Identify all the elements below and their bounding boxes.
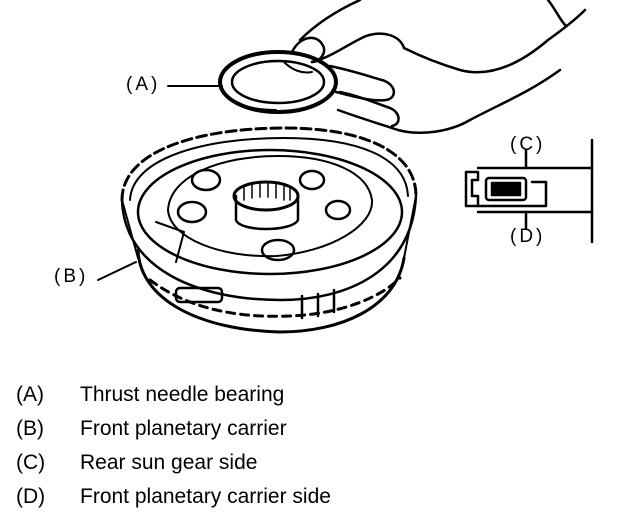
callout-d: (D): [510, 226, 546, 247]
legend-key: (C): [16, 451, 46, 474]
legend-key: (D): [16, 485, 46, 508]
legend-item: (C) Rear sun gear side: [16, 446, 616, 480]
legend-text: Thrust needle bearing: [80, 383, 285, 406]
legend-text: Front planetary carrier side: [80, 485, 331, 508]
callout-c: (C): [510, 134, 546, 155]
bearing-cross-section-icon: [464, 138, 594, 244]
legend-text: Front planetary carrier: [80, 417, 287, 440]
thrust-bearing-icon: [218, 50, 338, 114]
legend-key: (A): [16, 383, 44, 406]
planetary-carrier-icon: [120, 126, 418, 334]
callout-b: (B): [54, 266, 89, 287]
legend-key: (B): [16, 417, 44, 440]
legend-item: (A) Thrust needle bearing: [16, 378, 616, 412]
legend: (A) Thrust needle bearing (B) Front plan…: [16, 378, 616, 514]
callout-a: (A): [126, 74, 161, 95]
legend-text: Rear sun gear side: [80, 451, 258, 474]
assembly-illustration: [97, 0, 594, 334]
legend-item: (B) Front planetary carrier: [16, 412, 616, 446]
legend-item: (D) Front planetary carrier side: [16, 480, 616, 514]
leader-line-b: [97, 261, 137, 281]
hand-icon: [283, 0, 587, 134]
